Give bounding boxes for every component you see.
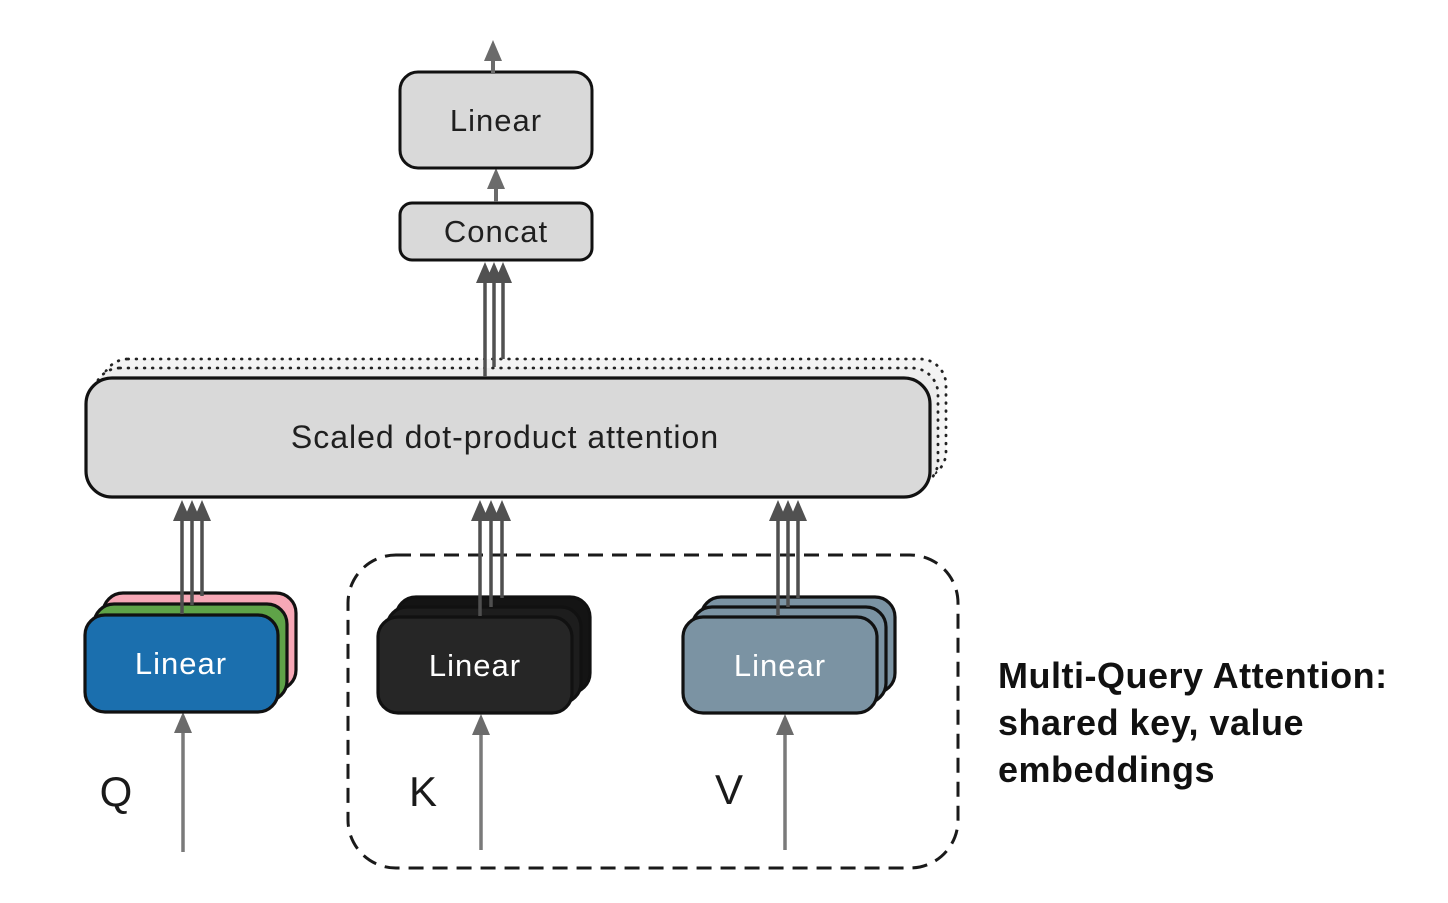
v-linear-label: Linear [734,648,826,683]
k-linear-card-front [376,615,574,715]
q-linear-stack: Linear [83,591,298,714]
attention-label: Scaled dot-product attention [291,419,719,455]
q-to-attention-arrows-icon [173,500,211,614]
q-linear-label: Linear [135,646,227,681]
note-line-2: shared key, value [998,702,1304,743]
concat-label: Concat [444,214,548,249]
q-linear-card-front [83,613,280,714]
output-linear-box [398,70,594,170]
input-arrows [174,712,794,852]
v-linear-stack: Linear [681,595,897,715]
note-text: Multi-Query Attention: shared key, value… [998,655,1388,790]
attention-to-concat-arrows-icon [476,262,512,377]
k-linear-stack: Linear [376,595,592,715]
k-to-attention-arrows-icon [471,500,511,616]
v-input-label: V [715,766,743,813]
v-to-attention-arrows-icon [769,500,807,616]
q-input-label: Q [100,768,133,815]
output-linear-label: Linear [450,103,542,138]
note-line-1: Multi-Query Attention: [998,655,1388,696]
k-linear-label: Linear [429,648,521,683]
concat-box [398,201,594,262]
k-input-label: K [409,768,437,815]
attention-box [84,376,932,499]
note-line-3: embeddings [998,749,1215,790]
v-linear-card-front [681,615,879,715]
shared-kv-dashed-box [346,553,960,870]
